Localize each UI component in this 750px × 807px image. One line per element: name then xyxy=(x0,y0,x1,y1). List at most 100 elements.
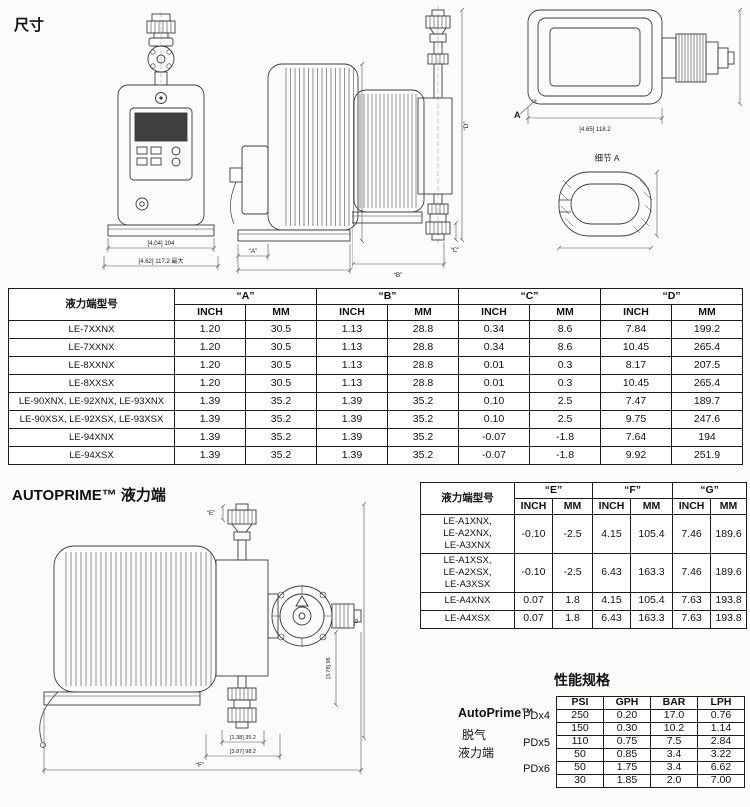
perf-cell: 150 xyxy=(556,722,604,736)
perf-cell: 0.76 xyxy=(697,709,745,723)
column-group-header: “G” xyxy=(672,481,748,500)
dimension-cell: 35.2 xyxy=(245,428,317,448)
column-subheader: MM xyxy=(630,498,674,516)
dim-c-label: “C” xyxy=(451,248,459,254)
dimension-cell: 7.64 xyxy=(600,428,672,448)
dimension-cell: 28.8 xyxy=(387,356,459,376)
dimension-cell: 0.34 xyxy=(458,320,530,340)
dimension-lines xyxy=(235,61,365,274)
performance-side-label-line1: AutoPrime™ xyxy=(458,706,534,720)
perf-column-header: BAR xyxy=(650,696,698,710)
dimension-lines xyxy=(519,7,743,124)
dimension-cell: 4.15 xyxy=(592,591,632,611)
pump-top-view-drawing: A [4.65] 118.2 xyxy=(514,7,743,133)
column-subheader: INCH xyxy=(514,498,553,516)
detail-callout-a: A xyxy=(514,110,521,120)
dimension-cell: 0.01 xyxy=(458,374,530,394)
column-subheader: MM xyxy=(551,498,594,516)
dimension-cell: 6.43 xyxy=(592,552,632,593)
dimension-cell: 28.8 xyxy=(387,320,459,340)
dimension-cell: 1.13 xyxy=(316,356,388,376)
dimension-cell: 1.20 xyxy=(174,356,246,376)
perf-cell: 0.85 xyxy=(603,748,651,762)
dimension-cell: 1.39 xyxy=(316,392,388,412)
perf-cell: 1.14 xyxy=(697,722,745,736)
dimension-cell: -1.8 xyxy=(529,428,601,448)
dimension-cell: 189.6 xyxy=(710,514,748,554)
column-group-header: “B” xyxy=(316,287,459,306)
dimension-cell: -0.07 xyxy=(458,446,530,466)
dimension-cell: 1.39 xyxy=(174,446,246,466)
dimension-cell: 0.3 xyxy=(529,374,601,394)
dimension-cell: 1.8 xyxy=(551,609,594,629)
dimension-lines xyxy=(41,501,367,774)
column-subheader: MM xyxy=(245,304,317,322)
column-header-model: 液力端型号 xyxy=(8,287,175,322)
dimension-cell: 1.20 xyxy=(174,374,246,394)
dimension-cell: 8.6 xyxy=(529,320,601,340)
dimension-cell: 30.5 xyxy=(245,338,317,358)
ap-dim-label-1: [1.38] 35.2 xyxy=(230,735,256,741)
dimension-cell: 35.2 xyxy=(387,446,459,466)
model-cell: LE-8XXNX xyxy=(8,356,175,376)
dim-b-label: “B” xyxy=(394,272,403,279)
dimension-cell: 30.5 xyxy=(245,320,317,340)
perf-column-header: LPH xyxy=(697,696,745,710)
dimension-cell: 0.07 xyxy=(514,591,553,611)
column-header-model: 液力端型号 xyxy=(420,481,515,516)
dimension-cell: 35.2 xyxy=(245,446,317,466)
perf-cell: 50 xyxy=(556,748,604,762)
dimension-cell: -0.07 xyxy=(458,428,530,448)
dimension-cell: 35.2 xyxy=(245,392,317,412)
dim-f-label: “F” xyxy=(196,762,204,769)
dimension-cell: 1.39 xyxy=(174,410,246,430)
dimension-cell: 207.5 xyxy=(671,356,743,376)
dimension-cell: 7.47 xyxy=(600,392,672,412)
performance-side-label-line3: 液力端 xyxy=(458,746,495,760)
model-cell: LE-94XNX xyxy=(8,428,175,448)
perf-cell: 250 xyxy=(556,709,604,723)
perf-cell: 0.20 xyxy=(603,709,651,723)
column-subheader: INCH xyxy=(316,304,388,322)
detail-a-drawing: 细节 A xyxy=(556,153,660,251)
column-subheader: MM xyxy=(529,304,601,322)
model-cell: LE-7XXNX xyxy=(8,320,175,340)
dimension-cell: 7.63 xyxy=(672,609,712,629)
dimension-cell: 35.2 xyxy=(387,392,459,412)
dimension-cell: 1.39 xyxy=(174,392,246,412)
perf-cell: 50 xyxy=(556,761,604,775)
perf-cell: 6.62 xyxy=(697,761,745,775)
dimension-cell: 105.4 xyxy=(630,591,674,611)
autoprime-pump-drawing: “E” [1.38] 35.2 [3.87] 98.2 “F” [3.78] 9… xyxy=(39,501,367,774)
dimension-cell: 1.20 xyxy=(174,320,246,340)
perf-cell: 3.4 xyxy=(650,761,698,775)
column-group-header: “A” xyxy=(174,287,317,306)
dimension-cell: 1.39 xyxy=(316,446,388,466)
perf-column-header: PSI xyxy=(556,696,604,710)
dimension-cell: -2.5 xyxy=(551,514,594,554)
column-group-header: “F” xyxy=(592,481,674,500)
dimension-cell: 1.8 xyxy=(551,591,594,611)
model-cell: LE-7XXNX xyxy=(8,338,175,358)
dimension-cell: 251.9 xyxy=(671,446,743,466)
dimension-cell: 193.8 xyxy=(710,609,748,629)
perf-group-label-pdx4: PDx4 xyxy=(523,710,550,722)
pump-side-body xyxy=(229,63,359,242)
dimension-cell: 8.17 xyxy=(600,356,672,376)
dimension-cell: 35.2 xyxy=(387,410,459,430)
dimension-cell: 0.34 xyxy=(458,338,530,358)
dimension-cell: 28.8 xyxy=(387,338,459,358)
perf-cell: 0.75 xyxy=(603,735,651,749)
dimension-cell: 163.3 xyxy=(630,609,674,629)
column-group-header: “D” xyxy=(600,287,743,306)
dimension-cell: 1.39 xyxy=(316,428,388,448)
dimension-cell: 10.45 xyxy=(600,374,672,394)
